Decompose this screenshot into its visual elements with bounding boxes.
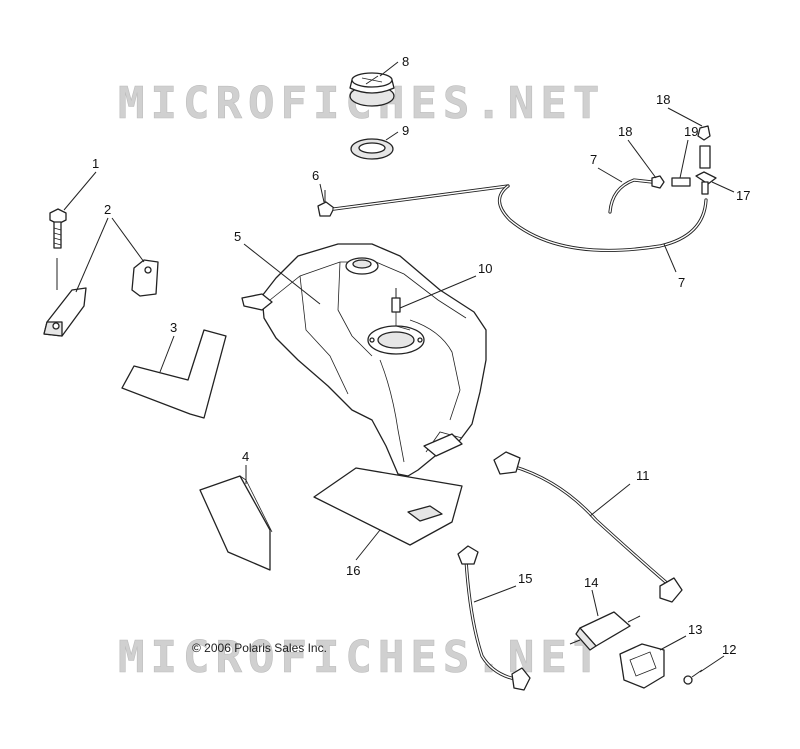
callout-1: 1 — [92, 156, 99, 171]
callout-7a: 7 — [590, 152, 597, 167]
watermark-bottom: MICROFICHES.NET — [118, 632, 605, 683]
callout-16: 16 — [346, 563, 360, 578]
callout-11: 11 — [636, 468, 650, 483]
callout-numbers: 1 2 3 4 5 6 7 7 8 9 10 11 12 13 14 15 16… — [92, 54, 750, 657]
callout-2: 2 — [104, 202, 111, 217]
callout-6: 6 — [312, 168, 319, 183]
part-12-screw — [683, 669, 703, 685]
part-16-base-pad — [313, 467, 463, 546]
copyright-text: © 2006 Polaris Sales Inc. — [192, 641, 327, 655]
part-15-fuel-line — [457, 545, 531, 691]
callout-10: 10 — [478, 261, 492, 276]
part-3-pad — [121, 329, 227, 419]
part-5-fuel-tank — [241, 243, 487, 477]
callout-8: 8 — [402, 54, 409, 69]
part-14-fuel-filter — [569, 611, 641, 651]
part-18-check-valve — [651, 125, 711, 189]
part-8-fuel-cap — [349, 72, 395, 107]
part-7-vent-hose — [332, 178, 708, 252]
part-2-brackets — [43, 259, 159, 337]
part-4-pad — [199, 475, 273, 571]
callout-17: 17 — [736, 188, 750, 203]
part-17-tee-fitting — [695, 171, 717, 195]
callout-13: 13 — [688, 622, 702, 637]
leader-lines — [63, 61, 735, 673]
part-13-clip — [619, 643, 665, 689]
callout-18b: 18 — [656, 92, 670, 107]
callout-19: 19 — [684, 124, 698, 139]
callout-3: 3 — [170, 320, 177, 335]
part-11-fuel-line — [493, 451, 683, 603]
callout-14: 14 — [584, 575, 598, 590]
callout-15: 15 — [518, 571, 532, 586]
callout-9: 9 — [402, 123, 409, 138]
callout-12: 12 — [722, 642, 736, 657]
callout-4: 4 — [242, 449, 249, 464]
part-19-hose-section — [671, 145, 711, 187]
callout-18a: 18 — [618, 124, 632, 139]
part-9-gasket — [350, 138, 394, 160]
callout-5: 5 — [234, 229, 241, 244]
part-6-fitting — [317, 190, 335, 217]
callout-7b: 7 — [678, 275, 685, 290]
part-1-bolt — [49, 208, 67, 290]
